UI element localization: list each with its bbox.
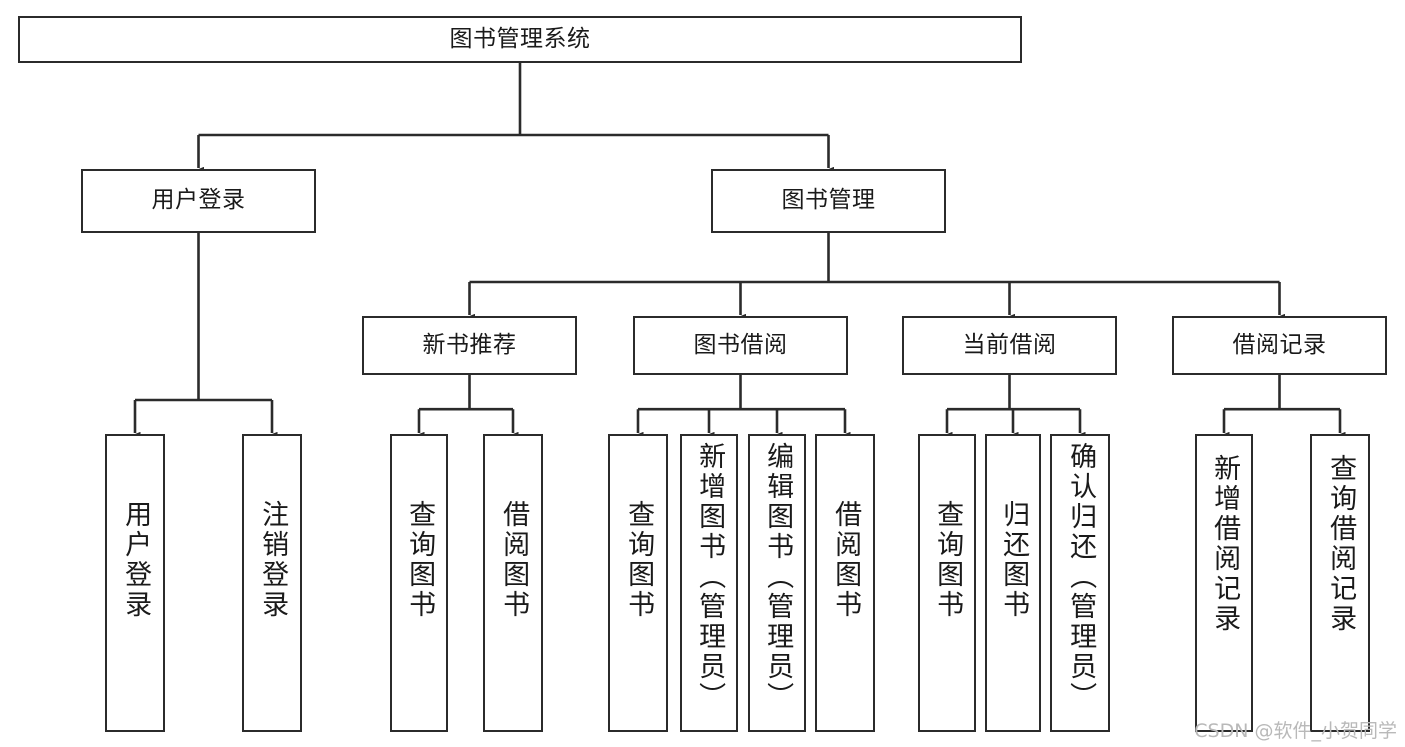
node-label: 注销登录 xyxy=(257,500,289,620)
node-label: 编辑图书（管理员） xyxy=(762,442,794,712)
watermark-text: CSDN @软件_小贺同学 xyxy=(1194,720,1397,742)
node-label: 图书管理 xyxy=(781,187,876,214)
node-leaf-user-login[interactable]: 用户登录 xyxy=(105,434,165,732)
node-label: 查询图书 xyxy=(404,500,436,620)
node-root[interactable]: 图书管理系统 xyxy=(18,16,1022,63)
node-current-borrow[interactable]: 当前借阅 xyxy=(902,316,1117,375)
node-label: 新增图书（管理员） xyxy=(694,442,726,712)
node-label: 借阅图书 xyxy=(830,500,862,620)
node-label: 借阅记录 xyxy=(1232,331,1327,358)
node-label: 当前借阅 xyxy=(962,331,1057,358)
node-label: 归还图书 xyxy=(998,500,1030,620)
node-leaf-confirm-return[interactable]: 确认归还（管理员） xyxy=(1050,434,1110,732)
node-label: 新增借阅记录 xyxy=(1209,454,1241,634)
node-user-login[interactable]: 用户登录 xyxy=(81,169,316,233)
node-leaf-query-book-1[interactable]: 查询图书 xyxy=(390,434,448,732)
node-leaf-logout[interactable]: 注销登录 xyxy=(242,434,302,732)
node-leaf-add-record[interactable]: 新增借阅记录 xyxy=(1195,434,1253,732)
node-label: 查询图书 xyxy=(932,500,964,620)
node-label: 借阅图书 xyxy=(498,500,530,620)
node-leaf-query-book-2[interactable]: 查询图书 xyxy=(608,434,668,732)
node-label: 查询图书 xyxy=(623,500,655,620)
node-new-book-rec[interactable]: 新书推荐 xyxy=(362,316,577,375)
node-borrow-record[interactable]: 借阅记录 xyxy=(1172,316,1387,375)
node-label: 图书管理系统 xyxy=(449,25,591,52)
node-leaf-query-book-3[interactable]: 查询图书 xyxy=(918,434,976,732)
node-leaf-add-book[interactable]: 新增图书（管理员） xyxy=(680,434,738,732)
node-label: 用户登录 xyxy=(151,187,246,214)
node-book-borrow[interactable]: 图书借阅 xyxy=(633,316,848,375)
node-book-manage[interactable]: 图书管理 xyxy=(711,169,946,233)
node-leaf-borrow-book-2[interactable]: 借阅图书 xyxy=(815,434,875,732)
node-leaf-borrow-book-1[interactable]: 借阅图书 xyxy=(483,434,543,732)
node-leaf-return-book[interactable]: 归还图书 xyxy=(985,434,1041,732)
node-label: 用户登录 xyxy=(120,500,152,620)
node-label: 图书借阅 xyxy=(693,331,788,358)
node-label: 确认归还（管理员） xyxy=(1065,442,1097,712)
node-label: 查询借阅记录 xyxy=(1325,454,1357,634)
node-label: 新书推荐 xyxy=(422,331,517,358)
node-leaf-edit-book[interactable]: 编辑图书（管理员） xyxy=(748,434,806,732)
node-leaf-query-record[interactable]: 查询借阅记录 xyxy=(1310,434,1370,732)
